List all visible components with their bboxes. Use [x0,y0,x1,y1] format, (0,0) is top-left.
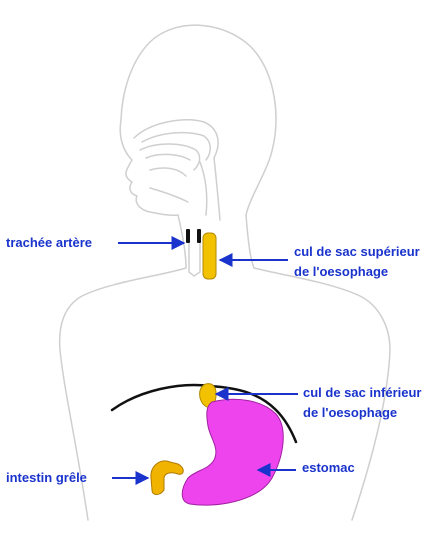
stomach [182,399,283,505]
upper-esophagus-pouch [203,233,216,279]
label-upper-pouch-line2: de l'oesophage [294,263,388,280]
trachea-mark-right [197,229,201,243]
label-small-intestine: intestin grêle [6,469,87,486]
small-intestine [151,461,183,495]
label-trachea: trachée artère [6,234,92,251]
label-lower-pouch-line2: de l'oesophage [303,404,397,421]
trachea-shape [189,240,200,276]
label-stomach: estomac [302,459,355,476]
label-upper-pouch-line1: cul de sac supérieur [294,243,420,260]
trachea-mark-left [186,229,190,243]
label-lower-pouch-line1: cul de sac inférieur [303,384,422,401]
